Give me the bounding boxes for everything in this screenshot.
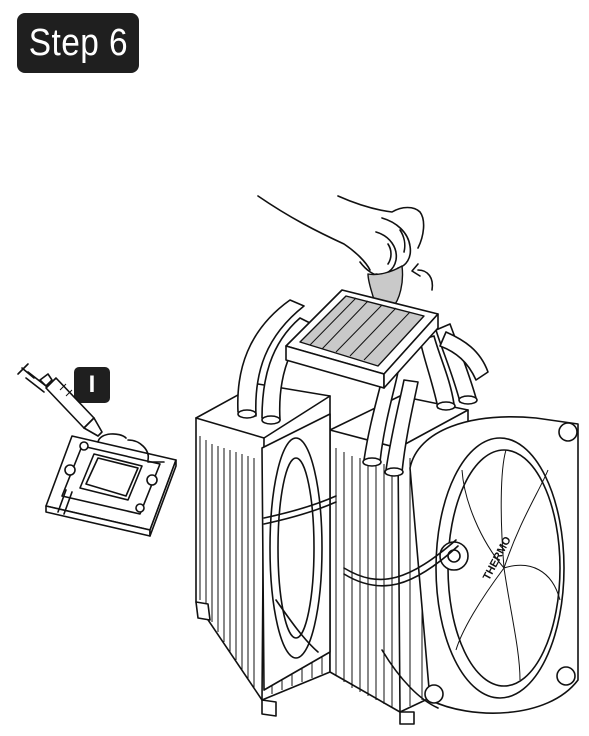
- peeled-film: [367, 265, 404, 309]
- step-label: Step 6: [28, 21, 128, 64]
- cooler-feet: [195, 601, 415, 725]
- protective-film: [299, 295, 425, 367]
- heatpipes: [237, 299, 489, 477]
- hand: [257, 195, 425, 277]
- fan-clips: [263, 495, 459, 709]
- cooler-base: [285, 289, 439, 389]
- cpu-socket: [45, 433, 177, 537]
- peel-arrow-icon: [411, 263, 434, 291]
- thermal-paste-syringe: [17, 363, 103, 437]
- step-label-badge: Step 6: [17, 13, 139, 73]
- cpu-cooler: [195, 289, 579, 725]
- middle-fan: [261, 413, 331, 691]
- marker-badge: I: [74, 367, 110, 403]
- marker-label: I: [88, 371, 96, 398]
